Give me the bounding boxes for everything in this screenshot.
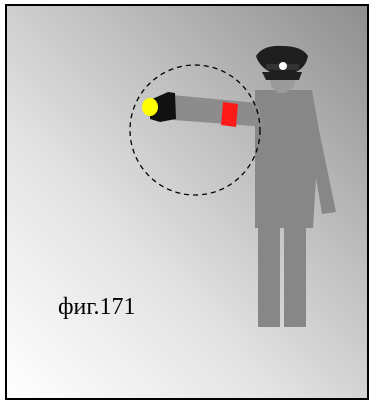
face <box>270 76 297 93</box>
left-leg <box>258 214 280 327</box>
red-armband-icon <box>221 102 238 127</box>
glove-icon <box>150 92 176 122</box>
cap-badge-icon <box>279 62 287 70</box>
right-leg <box>284 214 306 327</box>
yellow-lamp-icon <box>142 98 158 116</box>
torso <box>255 90 336 228</box>
figure-caption: фиг.171 <box>58 294 136 320</box>
dashed-highlight-circle <box>129 64 261 196</box>
cap-visor <box>262 72 302 80</box>
raised-arm <box>172 95 266 127</box>
